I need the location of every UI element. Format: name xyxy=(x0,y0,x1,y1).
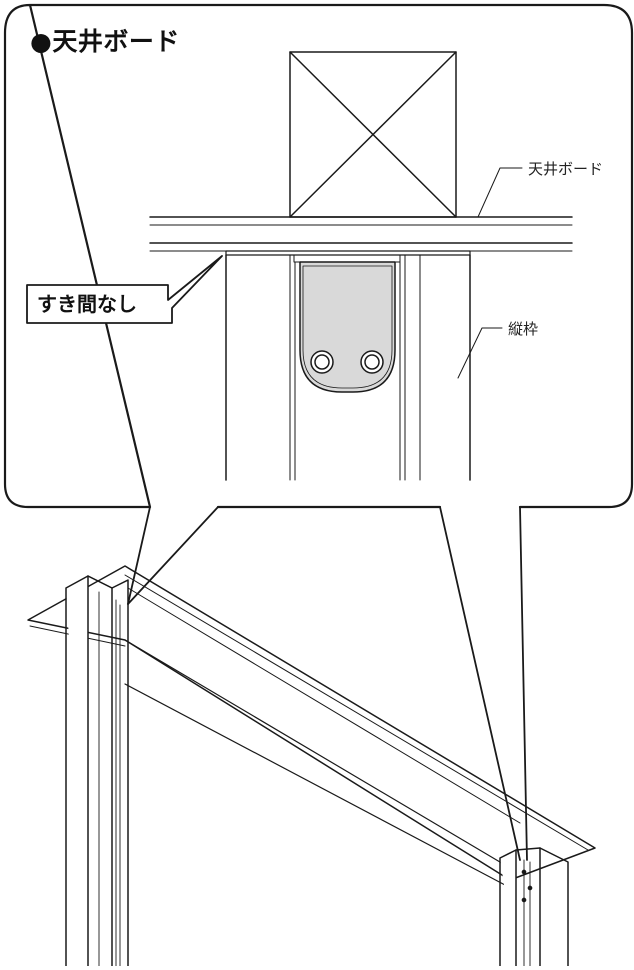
screw-right xyxy=(360,350,384,374)
callout-bubble xyxy=(3,3,634,509)
leader-vertical-frame xyxy=(457,327,503,379)
left-post xyxy=(65,575,89,967)
ceiling-board-slab xyxy=(27,565,596,881)
label-no-gap: すき間なし xyxy=(37,292,137,316)
leader-ceiling-board xyxy=(477,167,523,218)
label-ceiling-board: 天井ボード xyxy=(528,160,604,178)
detail-title: ●天井ボード xyxy=(30,27,180,56)
bracket-plate xyxy=(299,261,396,393)
label-vertical-frame: 縦枠 xyxy=(508,320,539,338)
detail-view xyxy=(26,51,573,481)
perspective-assembly xyxy=(27,506,596,967)
right-post xyxy=(499,849,517,967)
no-gap-box xyxy=(26,255,223,324)
screw-left xyxy=(310,350,334,374)
